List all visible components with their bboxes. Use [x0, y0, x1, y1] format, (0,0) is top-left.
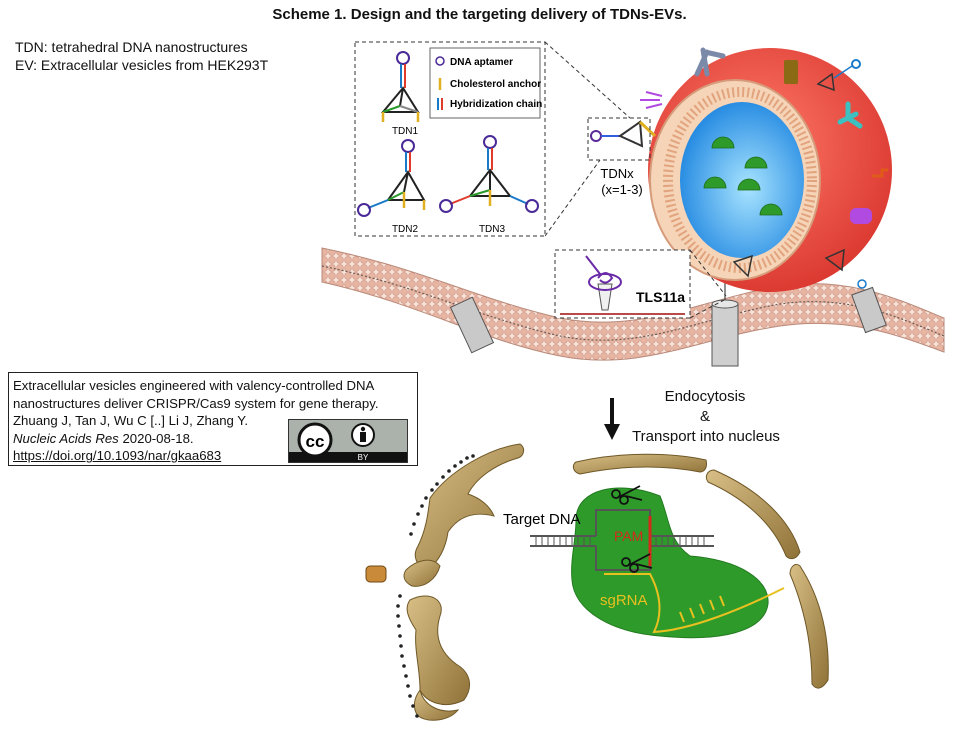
definition-tdn: TDN: tetrahedral DNA nanostructures: [15, 39, 248, 55]
tdn-surface: [732, 59, 867, 289]
connector-lines: [544, 41, 727, 319]
legend-hybridization: Hybridization chain: [450, 99, 542, 110]
sgrna-strand: [604, 573, 785, 634]
extracellular-vesicle: [648, 48, 892, 292]
cc-label: cc: [306, 432, 325, 451]
aptamer-legend-icon: [435, 56, 445, 66]
tdn1-structure: [380, 51, 420, 122]
tdnx-zoom-box: [587, 117, 651, 161]
citation-journal: Nucleic Acids Res: [13, 430, 119, 446]
tdn-legend: [429, 47, 541, 119]
nuclear-envelope: [572, 453, 829, 689]
citation-title: Extracellular vesicles engineered with v…: [13, 378, 379, 411]
endoplasmic-reticulum: [403, 443, 525, 721]
citation-date: 2020-08-18.: [118, 430, 194, 446]
dna-ticks: [535, 536, 705, 546]
endocytosis-arrow: [604, 398, 620, 440]
label-endocytosis: Endocytosis: [664, 388, 746, 405]
cc-icon: [297, 422, 333, 458]
tdn3-structure: [439, 135, 539, 213]
hybridization-legend-icon: [437, 98, 443, 110]
citation-doi-link[interactable]: https://doi.org/10.1093/nar/gkaa683: [13, 448, 222, 464]
scissors-icon: [611, 485, 653, 573]
label-tdn1: TDN1: [392, 126, 419, 137]
label-tdn3: TDN3: [479, 224, 506, 235]
cc-by-license-badge[interactable]: cc BY: [288, 419, 408, 463]
label-pam: PAM: [614, 528, 643, 544]
by-label: BY: [358, 453, 369, 462]
label-tdn2: TDN2: [392, 224, 419, 235]
tdn2-structure: [357, 139, 426, 217]
label-ampersand: &: [699, 408, 710, 425]
tls11a-box: [554, 249, 691, 319]
ribosome-dots: [396, 454, 475, 718]
surface-protein: [640, 47, 888, 224]
citation-authors: Zhuang J, Tan J, Wu C [..] Li J, Zhang Y…: [13, 413, 249, 429]
tls11a-aptamer-icon: [560, 255, 685, 315]
legend-aptamer: DNA aptamer: [450, 57, 513, 68]
cas9-cargo: [703, 136, 783, 216]
label-tdnx-range: (x=1-3): [601, 182, 643, 197]
definition-ev: EV: Extracellular vesicles from HEK293T: [15, 57, 269, 73]
vesicle-small: [365, 565, 387, 583]
label-transport-nucleus: Transport into nucleus: [632, 428, 780, 445]
tls11a-receptor: [711, 280, 739, 367]
legend-cholesterol: Cholesterol anchor: [450, 79, 541, 90]
label-tls11a: TLS11a: [636, 289, 685, 305]
citation-box: Extracellular vesicles engineered with v…: [8, 372, 418, 466]
cas9-complex: [571, 487, 769, 639]
membrane-receptor: [449, 286, 887, 354]
figure-title: Scheme 1. Design and the targeting deliv…: [272, 6, 687, 23]
label-tdnx: TDNx: [600, 166, 634, 181]
tdnx-on-vesicle: [590, 120, 657, 148]
label-target-dna: Target DNA: [503, 511, 581, 528]
citation-source: Nucleic Acids Res 2020-08-18.: [13, 430, 411, 448]
label-sgrna: sgRNA: [600, 592, 648, 609]
